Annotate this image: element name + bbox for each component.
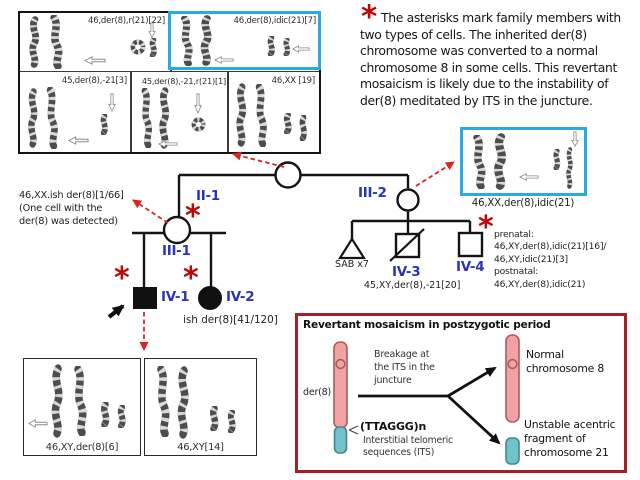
iii2-karyotype-caption: 46,XX,der(8),idic(21) (471, 198, 575, 209)
pedigree-individual-iv2-affected (198, 286, 222, 310)
label-sab: SAB x7 (335, 259, 369, 270)
der8-label: der(8) (303, 387, 332, 398)
karyotype-panel-45-der8: 45,der(8),-21[3] (20, 73, 130, 152)
normal-chromosome8 (505, 334, 520, 423)
karyotype-panel-45-der8-r21: 45,der(8),-21,r(21)[1] (132, 73, 227, 152)
ttaggg-label: (TTAGGG)n (360, 420, 427, 433)
karyotype-panel-46xx: 46,XX [19] (229, 73, 319, 152)
note-line: chromosome 8 in some cells. This reverta… (360, 59, 617, 75)
label-iii2: III-2 (358, 185, 387, 201)
its-label: Interstitial telomeric sequences (ITS) (363, 435, 453, 459)
iii1-note-line: 46,XX.ish der(8)[1/66] (19, 190, 124, 201)
karyotype-image (145, 359, 255, 455)
arrow-iii1-to-note (132, 199, 169, 224)
centromere (507, 358, 518, 370)
breakage-text: Breakage at the ITS in the juncture (374, 348, 435, 387)
karyotype-image (463, 131, 579, 193)
pedigree-individual-iv3 (394, 232, 421, 259)
iv4-result-line: 46,XY,idic(21)[3] (494, 253, 568, 265)
iv2-result: ish der(8)[41/120] (183, 314, 278, 326)
normal-line: chromosome 8 (526, 362, 605, 375)
pedigree-individual-iii2 (396, 188, 420, 212)
karyotype-panel-der8-r21: 46,der(8),r(21)[22] (20, 13, 168, 70)
normal-chrom8-label: Normal chromosome 8 (526, 348, 604, 376)
unstable-line: Unstable acentric (524, 418, 616, 431)
label-iv4: IV-4 (456, 259, 485, 275)
karyotype-label: 46,der(8),r(21)[22] (88, 16, 165, 26)
karyotype-label: 46,XX [19] (271, 76, 316, 86)
iv1-karyotype-panel-der8: 46,XY,der(8)[6] (23, 358, 141, 456)
der8-chromosome (333, 341, 348, 454)
junction-tick-icon (348, 425, 359, 435)
iv4-result-line: 46,XY,der(8),idic(21) (494, 278, 586, 290)
breakage-line: Breakage at (374, 349, 430, 360)
unstable-line: chromosome 21 (524, 446, 609, 459)
asterisk-iii1: * (185, 199, 201, 234)
acentric-fragment21 (505, 437, 520, 465)
note-line: two types of cells. The inherited der(8) (360, 26, 587, 42)
iii1-note-line: (One cell with the (19, 202, 103, 214)
breakage-line: juncture (374, 375, 412, 386)
iv4-result-line: 46,XY,der(8),idic(21)[16]/ (494, 241, 607, 253)
iv4-result-line: postnatal: (494, 266, 539, 278)
centromere (335, 358, 346, 370)
its-line: sequences (ITS) (363, 447, 435, 458)
arrow-ii1-to-karyotypes (232, 151, 285, 168)
mosaicism-title: Revertant mosaicism in postzygotic perio… (303, 319, 551, 331)
label-iv2: IV-2 (226, 289, 255, 305)
karyotype-label: 46,der(8),idic(21)[7] (233, 15, 317, 26)
note-asterisk: * (361, 0, 378, 35)
iv4-result-line: prenatal: (494, 229, 534, 240)
note-line: der(8) meditated by ITS in the juncture. (360, 92, 593, 108)
pedigree-individual-ii1 (274, 161, 302, 189)
arrow-iii2-to-karyotype (415, 161, 455, 187)
karyotype-panel-der8-idic21-highlighted: 46,der(8),idic(21)[7] (168, 10, 321, 70)
iii1-result-note: 46,XX.ish der(8)[1/66] (One cell with th… (19, 190, 124, 228)
pedigree-individual-iv1-affected (133, 287, 157, 309)
asterisk-iv4: * (478, 210, 494, 245)
unstable-line: fragment of (524, 432, 586, 445)
proband-arrow-icon (107, 304, 125, 319)
note-line: mosaicism is likely due to the instabili… (360, 76, 609, 92)
iii2-karyotype-box-highlighted (460, 127, 587, 196)
iv1-karyotype-panel-46xy: 46,XY[14] (144, 358, 257, 456)
iv3-result: 45,XY,der(8),-21[20] (364, 280, 461, 291)
karyotype-label: 46,XY,der(8)[6] (45, 442, 119, 453)
breakage-line: the ITS in the (374, 362, 435, 373)
karyotype-image (28, 359, 140, 455)
iv4-results: prenatal: 46,XY,der(8),idic(21)[16]/ 46,… (494, 229, 606, 291)
pedigree-sab-triangle (338, 236, 366, 260)
label-iv3: IV-3 (392, 264, 421, 280)
mosaicism-box: Revertant mosaicism in postzygotic perio… (295, 313, 627, 473)
label-iii1: III-1 (162, 243, 191, 259)
asterisk-iv1: * (114, 261, 130, 296)
karyotype-label: 45,der(8),-21,r(21)[1] (141, 76, 226, 86)
note-line: The asterisks mark family members with (381, 10, 621, 25)
deceased-slash (389, 228, 425, 262)
asterisk-iv2: * (183, 261, 199, 296)
iii1-note-line: der(8) was detected) (19, 215, 118, 227)
ii1-karyotype-box: 46,der(8),r(21)[22] 46,der(8),idic(21)[7… (18, 10, 321, 154)
note-text: The asterisks mark family members with t… (360, 10, 632, 110)
mosaicism-diagram (333, 334, 520, 465)
breakage-arrows (358, 366, 501, 445)
label-iv1: IV-1 (161, 289, 190, 305)
karyotype-label: 46,XY[14] (177, 442, 224, 453)
label-ii1: II-1 (196, 188, 220, 204)
note-line: chromosome was converted to a normal (360, 43, 598, 59)
unstable-fragment-label: Unstable acentric fragment of chromosome… (524, 418, 616, 460)
karyotype-label: 45,der(8),-21[3] (61, 76, 127, 86)
its-line: Interstitial telomeric (363, 435, 453, 446)
normal-line: Normal (526, 348, 564, 361)
